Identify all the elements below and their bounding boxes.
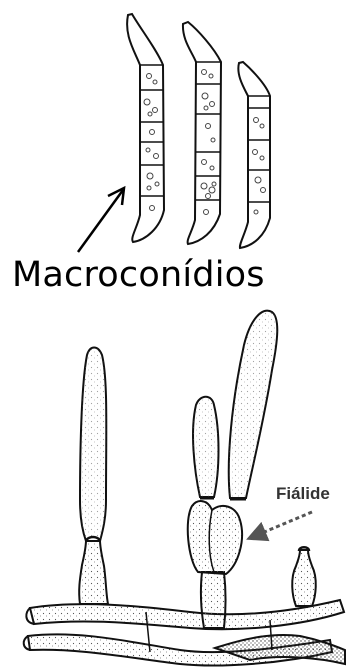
phialide-arrow <box>250 512 312 538</box>
macroconidia-label: Macroconídios <box>12 255 265 295</box>
phialide-label: Fiálide <box>276 484 330 504</box>
left-conidiophore <box>79 348 108 605</box>
macroconidium-3 <box>238 62 270 248</box>
macroconidium-1 <box>127 14 164 242</box>
small-phialide <box>292 547 316 606</box>
hyphae <box>24 600 345 666</box>
macroconidium-2 <box>183 22 221 244</box>
central-conidiophore <box>188 311 278 628</box>
macroconidia-arrow <box>78 188 124 252</box>
